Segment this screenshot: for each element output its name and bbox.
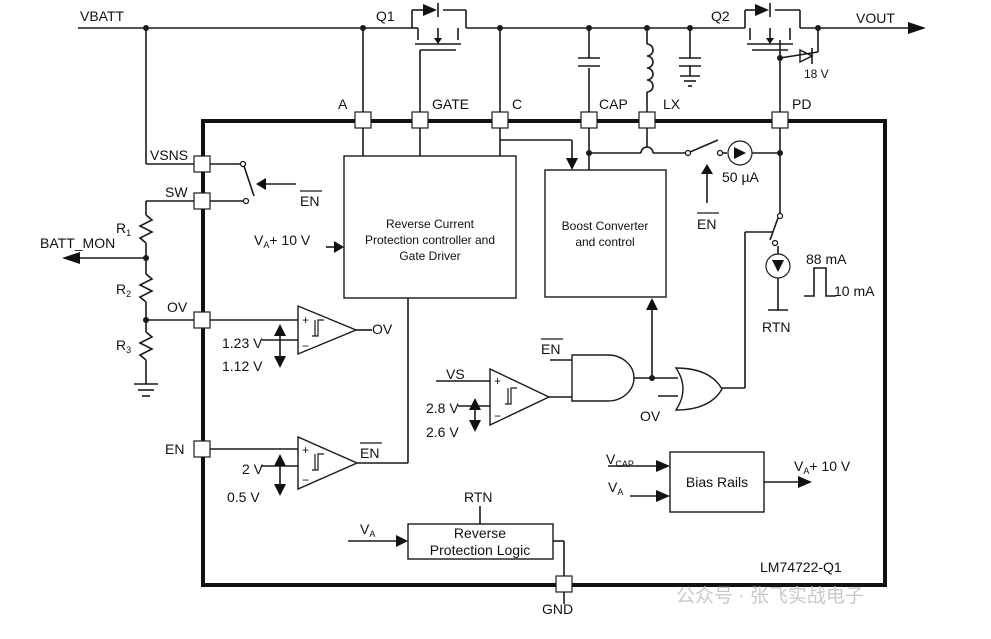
q2-mosfet <box>747 3 793 51</box>
watermark: 公众号 · 张飞实战电子 <box>676 585 864 607</box>
rcp-block <box>343 155 517 299</box>
comparator-ov: + − <box>297 304 358 356</box>
pin-sw-label: SW <box>165 184 188 200</box>
pin-gate-label: GATE <box>432 96 469 112</box>
va-rpl-label: V <box>360 521 370 537</box>
q1-label: Q1 <box>376 8 395 24</box>
svg-text:+: + <box>302 313 309 327</box>
ov-out-label: OV <box>372 321 393 337</box>
svg-text:VCAP: VCAP <box>606 451 634 469</box>
svg-text:R2: R2 <box>116 281 131 299</box>
vs-lo-label: 2.6 V <box>426 424 459 440</box>
lx-inductor <box>646 43 654 93</box>
top-wiring <box>78 9 926 165</box>
vout-capacitor <box>679 57 701 87</box>
svg-text:−: − <box>494 409 501 423</box>
zener-label: 18 V <box>804 67 829 81</box>
en-lo-label: 0.5 V <box>227 489 260 505</box>
va-out-subscript: A <box>803 466 809 476</box>
and-gate <box>571 354 635 402</box>
svg-text:−: − <box>302 473 309 487</box>
vs-label: VS <box>446 366 465 382</box>
pin-a-label: A <box>338 96 348 112</box>
vout-label: VOUT <box>856 10 895 26</box>
r2-subscript: 2 <box>126 289 131 299</box>
pin-c-label: C <box>512 96 522 112</box>
batt-mon-label: BATT_MON <box>40 235 115 251</box>
svg-text:+: + <box>302 443 309 457</box>
cap-capacitor <box>578 57 600 67</box>
r3-subscript: 3 <box>126 345 131 355</box>
rtn-rpl-label: RTN <box>464 489 493 505</box>
r1-subscript: 1 <box>126 228 131 238</box>
gnd-pin <box>555 575 573 593</box>
svg-text:R1: R1 <box>116 220 131 238</box>
pin-en-label: EN <box>165 441 184 457</box>
va-out-label: V <box>794 458 804 474</box>
rcp-line2: Protection controller and <box>365 233 495 247</box>
hysteresis-arrows <box>274 324 481 496</box>
svg-text:VA: VA <box>608 479 623 497</box>
svg-text:VA: VA <box>360 521 375 539</box>
pin-ov-label: OV <box>167 299 188 315</box>
q2-label: Q2 <box>711 8 730 24</box>
va-rcp-label: V <box>254 232 264 248</box>
ic-outline <box>201 119 887 587</box>
q1-mosfet <box>412 3 461 112</box>
svg-text:+: + <box>494 374 501 388</box>
comparator-en: + − <box>297 435 359 491</box>
ov-hi-label: 1.23 V <box>222 335 263 351</box>
vcap-subscript: CAP <box>615 459 634 469</box>
svg-text:VA+ 10 V: VA+ 10 V <box>254 232 311 250</box>
i10-label: 10 mA <box>834 283 875 299</box>
va-bias-subscript: A <box>617 487 623 497</box>
rpl-line1: Reverse <box>454 525 506 541</box>
vbatt-label: VBATT <box>80 8 125 24</box>
va-bias-label: V <box>608 479 618 495</box>
i88-label: 88 mA <box>806 251 847 267</box>
pin-cap-label: CAP <box>599 96 628 112</box>
r3-label: R <box>116 337 126 353</box>
svg-text:−: − <box>302 339 309 353</box>
or-ov-label: OV <box>640 408 661 424</box>
r2-label: R <box>116 281 126 297</box>
boost-line2: and control <box>575 235 634 249</box>
svg-text:VA+ 10 V: VA+ 10 V <box>794 458 851 476</box>
r1-label: R <box>116 220 126 236</box>
comparator-vs: + − <box>489 367 551 427</box>
en-out-label: EN <box>360 445 379 461</box>
rpl-block <box>407 523 554 560</box>
rpl-line2: Protection Logic <box>430 542 530 558</box>
rcp-line1: Reverse Current <box>386 217 475 231</box>
boost-line1: Boost Converter <box>562 219 649 233</box>
bias-label: Bias Rails <box>686 474 748 490</box>
resistor-divider <box>62 200 194 397</box>
boost-en-bar-label: EN <box>697 216 716 232</box>
va-rpl-subscript: A <box>369 529 375 539</box>
pin-vsns-label: VSNS <box>150 147 188 163</box>
va-rcp-plus10: + 10 V <box>269 232 311 248</box>
or-gate <box>674 367 723 411</box>
zener-diode <box>799 48 814 64</box>
pin-gnd-label: GND <box>542 601 573 617</box>
vcap-label: V <box>606 451 616 467</box>
pin-lx-label: LX <box>663 96 681 112</box>
i50-label: 50 µA <box>722 169 760 185</box>
va-out-plus10: + 10 V <box>809 458 851 474</box>
and-en-label: EN <box>541 341 560 357</box>
en-hi-label: 2 V <box>242 461 264 477</box>
rtn-pd-label: RTN <box>762 319 791 335</box>
rcp-line3: Gate Driver <box>399 249 460 263</box>
va-rcp-subscript: A <box>263 240 269 250</box>
boost-block <box>544 169 667 298</box>
vs-hi-label: 2.8 V <box>426 400 459 416</box>
ov-lo-label: 1.12 V <box>222 358 263 374</box>
svg-text:R3: R3 <box>116 337 131 355</box>
chip-name: LM74722-Q1 <box>760 559 842 575</box>
bias-rails-block <box>669 451 765 513</box>
vsns-en-bar-label: EN <box>300 193 319 209</box>
pin-pd-label: PD <box>792 96 811 112</box>
